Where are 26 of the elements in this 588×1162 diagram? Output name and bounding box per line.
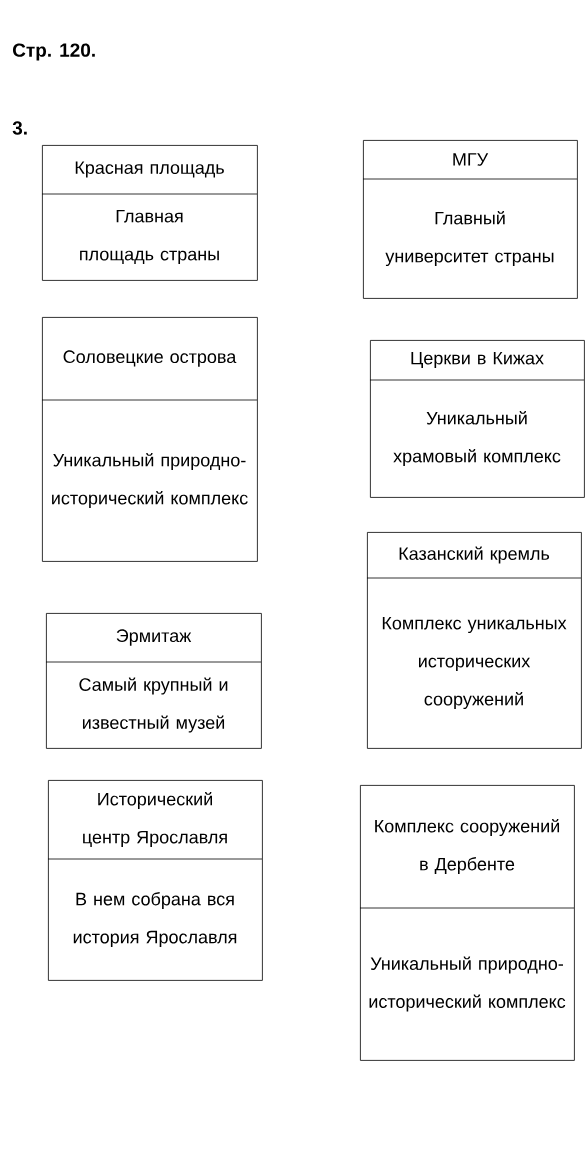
card-heading: Церкви в Кижах <box>411 351 544 369</box>
info-card <box>359 785 575 1061</box>
heading: 3. <box>12 121 27 135</box>
card-description: Самый крупный и известный музей <box>79 677 228 733</box>
info-card <box>369 340 585 498</box>
card-heading: Эрмитаж <box>116 629 192 646</box>
card-description: Уникальный природно-исторический комплекс <box>369 956 566 1012</box>
card-description: Уникальный храмовый комплекс <box>393 410 561 467</box>
card-description: Главный университет страны <box>385 210 554 267</box>
info-card <box>362 140 578 299</box>
card-description: Главная площадь страны <box>80 209 219 265</box>
card-heading: Красная площадь <box>75 161 224 178</box>
info-card <box>47 780 263 981</box>
card-description: Комплекс уникальных исторических сооружений <box>382 616 567 710</box>
card-heading: Соловецкие острова <box>63 350 237 367</box>
card-heading: Исторический центр Ярославля <box>83 791 227 848</box>
info-card <box>41 317 258 562</box>
card-heading: Комплекс сооружений в Дербенте <box>375 818 560 875</box>
info-card <box>41 145 258 281</box>
card-heading: Казанский кремль <box>399 546 550 564</box>
card-description: В нем собрана вся история Ярославля <box>73 892 237 947</box>
card-description: Уникальный природно-исторический комплекс <box>52 452 248 509</box>
info-card <box>45 613 262 749</box>
info-card <box>366 532 582 749</box>
card-heading: МГУ <box>453 153 489 166</box>
heading: Стр. 120. <box>13 43 95 61</box>
